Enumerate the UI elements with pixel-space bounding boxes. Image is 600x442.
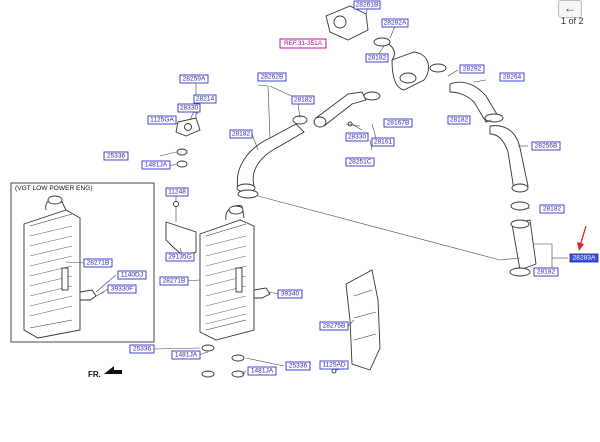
label-1481JA-c[interactable]: 1481JA	[247, 366, 277, 376]
label-29135G[interactable]: 29135G	[165, 252, 195, 262]
label-28292A[interactable]: 28292A	[381, 18, 409, 28]
label-25336-b[interactable]: 25336	[129, 344, 155, 354]
air-guide	[345, 269, 381, 371]
svg-text:28182: 28182	[450, 117, 469, 124]
svg-text:28167B: 28167B	[387, 120, 410, 127]
label-28182-f[interactable]: 28182	[533, 267, 559, 277]
svg-text:28182: 28182	[294, 97, 313, 104]
label-1140DJ[interactable]: 1140DJ	[117, 270, 147, 280]
svg-text:25336: 25336	[289, 363, 308, 370]
page-indicator: 1 of 2	[561, 16, 584, 26]
svg-text:28264: 28264	[503, 74, 522, 81]
svg-text:28330: 28330	[348, 134, 367, 141]
svg-text:1140DJ: 1140DJ	[121, 272, 143, 279]
highlight-arrow	[577, 225, 587, 251]
svg-text:28283A: 28283A	[573, 255, 596, 262]
label-28251C[interactable]: 28251C	[345, 157, 375, 167]
front-direction-indicator: FR.	[88, 366, 122, 379]
svg-text:1481JA: 1481JA	[251, 368, 274, 375]
label-28264[interactable]: 28264	[499, 72, 525, 82]
ref-label[interactable]: REF.31-351A	[279, 38, 327, 49]
svg-text:28256B: 28256B	[535, 143, 558, 150]
label-1125GA[interactable]: 1125GA	[147, 115, 177, 125]
label-28167B[interactable]: 28167B	[383, 118, 413, 128]
svg-text:29135G: 29135G	[168, 254, 191, 261]
svg-text:28182: 28182	[537, 269, 556, 276]
label-28261B[interactable]: 28261B	[353, 0, 381, 10]
svg-text:28271B: 28271B	[87, 260, 110, 267]
label-1481JA-b[interactable]: 1481JA	[171, 350, 201, 360]
svg-text:1481JA: 1481JA	[145, 162, 168, 169]
inset-intercooler	[23, 195, 105, 339]
label-11248[interactable]: 11248	[165, 187, 189, 197]
svg-text:1125GA: 1125GA	[150, 117, 174, 124]
label-28292[interactable]: 28292	[459, 64, 485, 74]
svg-text:25336: 25336	[133, 346, 152, 353]
label-1125AD[interactable]: 1125AD	[319, 360, 349, 370]
svg-text:28259A: 28259A	[183, 76, 206, 83]
svg-text:39340: 39340	[281, 291, 300, 298]
label-28271B[interactable]: 28271B	[159, 276, 189, 286]
label-28214[interactable]: 28214	[193, 94, 217, 104]
inset-title: (VGT LOW POWER ENG)	[15, 185, 93, 192]
svg-text:28292A: 28292A	[384, 20, 407, 27]
svg-text:28292: 28292	[463, 66, 482, 73]
svg-text:28271B: 28271B	[163, 278, 186, 285]
label-28259A[interactable]: 28259A	[179, 74, 209, 84]
label-28271B-inset[interactable]: 28271B	[83, 258, 113, 268]
label-28182-c[interactable]: 28182	[229, 129, 253, 139]
svg-text:28214: 28214	[196, 96, 215, 103]
label-25336-c[interactable]: 25336	[285, 361, 311, 371]
hose-right	[449, 81, 537, 277]
svg-text:25336: 25336	[107, 153, 126, 160]
label-28330-b[interactable]: 28330	[345, 132, 369, 142]
svg-text:28262B: 28262B	[261, 74, 284, 81]
label-39340[interactable]: 39340	[277, 289, 303, 299]
label-28182-a[interactable]: 28182	[365, 53, 389, 63]
svg-text:28182: 28182	[543, 206, 562, 213]
svg-text:FR.: FR.	[88, 370, 101, 379]
label-28283A-selected[interactable]: 28283A	[569, 253, 599, 263]
pipe-middle	[313, 91, 381, 131]
svg-text:28161: 28161	[374, 139, 393, 146]
label-28182-e[interactable]: 28182	[539, 204, 565, 214]
svg-text:1125AD: 1125AD	[322, 362, 346, 369]
intercooler	[165, 201, 271, 341]
leader-lines	[65, 5, 568, 375]
svg-text:11248: 11248	[168, 189, 186, 196]
svg-text:28275B: 28275B	[323, 323, 346, 330]
svg-text:28330: 28330	[180, 105, 199, 112]
label-25336-a[interactable]: 25336	[103, 151, 129, 161]
label-28330-a[interactable]: 28330	[177, 103, 201, 113]
svg-text:39330F: 39330F	[111, 286, 133, 293]
label-1481JA-a[interactable]: 1481JA	[141, 160, 171, 170]
svg-text:28182: 28182	[232, 131, 251, 138]
label-28182-d[interactable]: 28182	[447, 115, 471, 125]
svg-text:28251C: 28251C	[348, 159, 371, 166]
label-28256B[interactable]: 28256B	[531, 141, 561, 151]
turbo-inlet	[325, 5, 447, 91]
svg-text:REF.31-351A: REF.31-351A	[284, 40, 323, 47]
label-39330F[interactable]: 39330F	[107, 284, 137, 294]
svg-text:1481JA: 1481JA	[175, 352, 198, 359]
label-28182-b[interactable]: 28182	[291, 95, 315, 105]
svg-text:28261B: 28261B	[356, 2, 379, 9]
label-28161[interactable]: 28161	[371, 137, 395, 147]
label-28275B[interactable]: 28275B	[319, 321, 349, 331]
svg-text:28182: 28182	[368, 55, 387, 62]
hose-left	[236, 115, 308, 199]
label-28262B[interactable]: 28262B	[257, 72, 287, 82]
previous-page-button[interactable]: ←	[558, 0, 582, 18]
